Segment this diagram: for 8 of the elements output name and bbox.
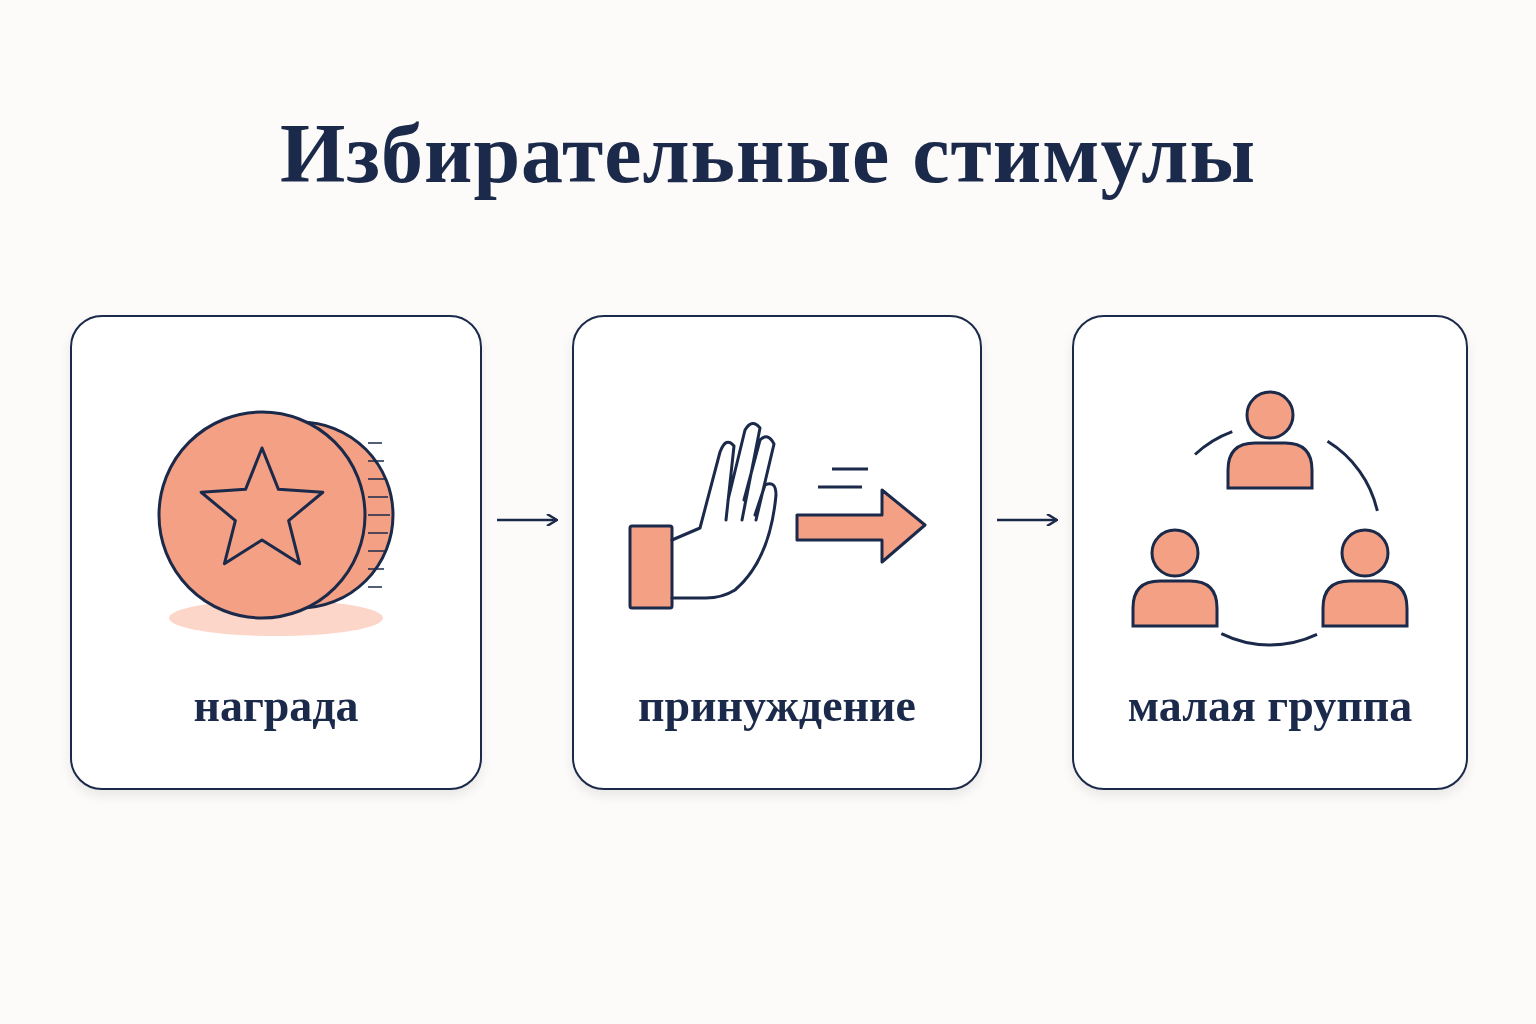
card-label: принуждение [637, 679, 917, 732]
title: Избирательные стимулы [278, 106, 1258, 202]
card [1072, 315, 1468, 790]
card [572, 315, 982, 790]
arrow [497, 512, 559, 528]
arrow [997, 512, 1059, 528]
card-label: малая группа [1126, 679, 1414, 732]
card-label: награда [192, 679, 360, 732]
